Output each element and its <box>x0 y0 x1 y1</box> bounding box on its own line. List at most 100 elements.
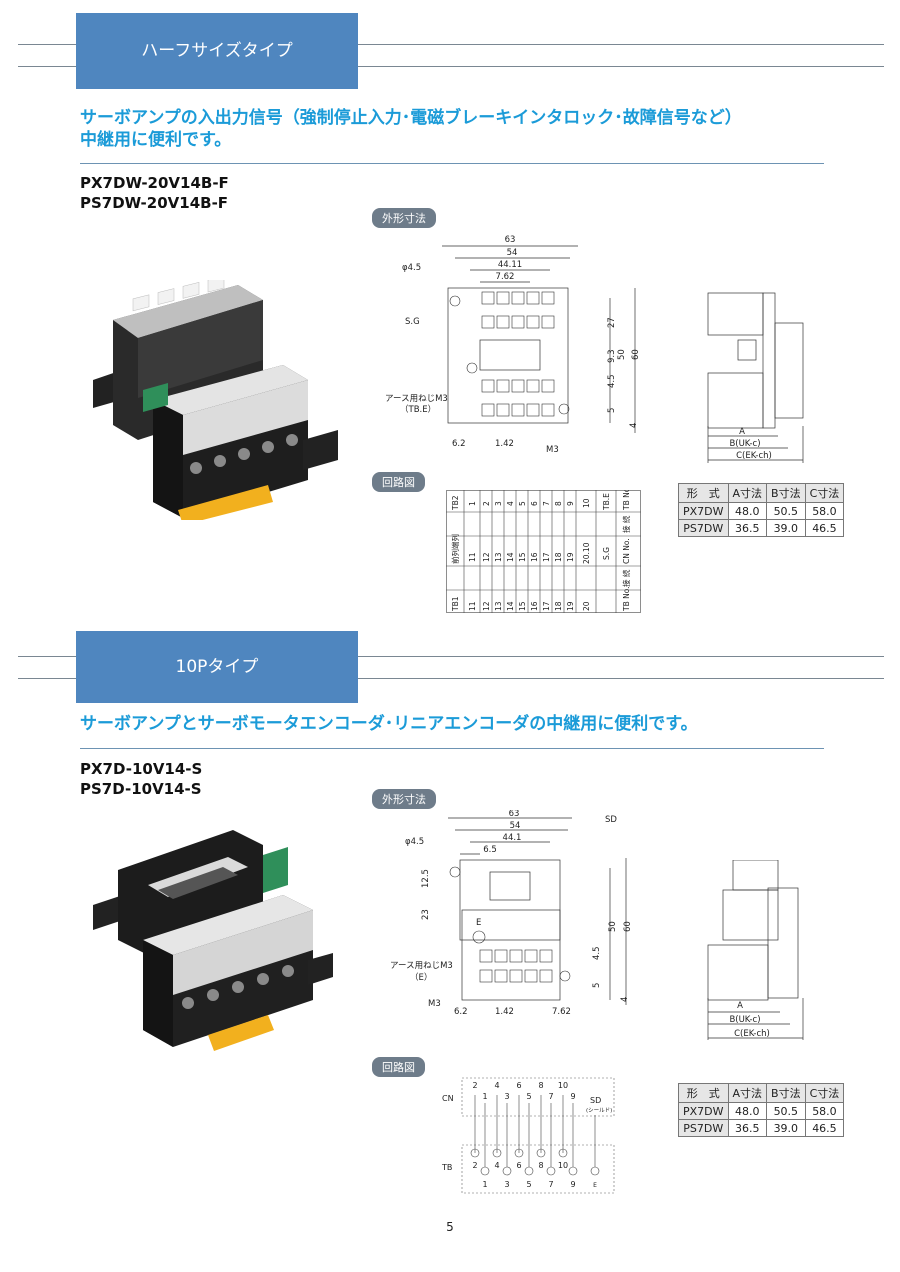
section2-side-view: A B(UK-c) C(EK-ch) <box>707 860 804 1040</box>
dim2-4: 4 <box>620 997 630 1002</box>
section1-lead-line2: 中継用に便利です。 <box>80 130 232 150</box>
circuit1-mid-label: 前列端列 <box>450 534 460 564</box>
dim-5: 5 <box>607 408 617 413</box>
dim2-60: 60 <box>623 921 633 932</box>
section1-model1: PX7DW-20V14B-F <box>80 174 229 192</box>
circuit1-r1-c8: 8 <box>554 501 563 506</box>
section2-dim-pill: 外形寸法 <box>372 789 436 809</box>
table-cell: 46.5 <box>804 1119 845 1137</box>
circuit1-r3-c8: 18 <box>554 552 563 562</box>
label2-e: E <box>476 918 481 928</box>
table-row: PX7DW 48.0 50.5 58.0 <box>678 502 845 520</box>
dim-44-11: 44.11 <box>498 260 522 270</box>
circuit1-r3-c5: 15 <box>518 552 527 562</box>
circuit2-tb: TB <box>441 1163 452 1172</box>
dim-6-2: 6.2 <box>452 439 466 449</box>
section1-circuit-pill: 回路図 <box>372 472 425 492</box>
circuit1-r3-c9: 19 <box>566 552 575 562</box>
circuit1-r5-c4: 14 <box>506 601 515 611</box>
dim2-1-42: 1.42 <box>495 1007 514 1017</box>
label-m3: M3 <box>546 445 559 455</box>
section2-product-photo <box>93 830 333 1051</box>
circuit2-cn-bot-4: 7 <box>548 1092 553 1101</box>
section2-circuit-pill: 回路図 <box>372 1057 425 1077</box>
section1-lead: サーボアンプの入出力信号（強制停止入力･電磁ブレーキインタロック･故障信号など）… <box>80 107 742 151</box>
dim2-12-5: 12.5 <box>421 869 431 888</box>
dim-4-5: 4.5 <box>607 374 617 388</box>
table-cell: 48.0 <box>727 1102 768 1120</box>
page-number: 5 <box>446 1220 454 1234</box>
dim2-6-5: 6.5 <box>483 845 497 855</box>
dim-50: 50 <box>617 349 627 360</box>
circuit2-cn-bot-5: 9 <box>570 1092 575 1101</box>
circuit1-r3-c10: 20.10 <box>582 542 591 564</box>
side2-dim-b: B(UK-c) <box>729 1015 760 1025</box>
table-cell: PX7DW <box>678 1102 729 1120</box>
table-cell: PX7DW <box>678 502 729 520</box>
circuit1-r5-c8: 18 <box>554 601 563 611</box>
circuit1-r3-c3: 13 <box>494 552 503 562</box>
circuit1-r5-c5: 15 <box>518 601 527 611</box>
table-header: B寸法 <box>766 483 806 503</box>
section1-model2: PS7DW-20V14B-F <box>80 194 229 212</box>
circuit1-r1-c9: 9 <box>566 501 575 506</box>
table-cell: 50.5 <box>766 502 806 520</box>
section1-side-view: A B(UK-c) C(EK-ch) <box>707 292 804 463</box>
circuit2-sd-sub: (シールド) <box>586 1108 612 1114</box>
table-cell: 36.5 <box>727 519 768 537</box>
section2-spec-table: 形 式 A寸法 B寸法 C寸法 PX7DW 48.0 50.5 58.0 PS7… <box>678 1083 845 1137</box>
label-earth-2: （TB.E） <box>400 404 436 415</box>
section1-circuit-diagram: TB2 1 2 3 4 5 6 7 8 9 10 TB.E TB No. 接 続… <box>446 490 641 613</box>
table-row: PS7DW 36.5 39.0 46.5 <box>678 519 845 537</box>
table-row: 形 式 A寸法 B寸法 C寸法 <box>678 483 845 503</box>
circuit1-r1-c2: 2 <box>482 501 491 506</box>
circuit2-tb-bot-2: 3 <box>504 1180 509 1189</box>
circuit2-cn-top-2: 4 <box>494 1081 499 1090</box>
dim-7-62: 7.62 <box>496 272 515 282</box>
dim-60: 60 <box>631 349 641 360</box>
section1-dimension-drawing: 63 54 44.11 7.62 φ4.5 S.G アース用ねじM3 （TB.E… <box>385 235 641 455</box>
section2-model1: PX7D-10V14-S <box>80 760 203 778</box>
table-header: A寸法 <box>727 483 768 503</box>
circuit2-cn-bot-1: 1 <box>482 1092 487 1101</box>
circuit2-cn: CN <box>442 1094 454 1103</box>
circuit1-tbno-bottom: TB No. <box>622 586 631 612</box>
circuit1-r5-c3: 13 <box>494 601 503 611</box>
side2-dim-a: A <box>737 1001 743 1011</box>
label-earth-1: アース用ねじM3 <box>385 394 448 404</box>
circuit2-tb-bot-1: 1 <box>482 1180 487 1189</box>
circuit2-tb-top-2: 4 <box>494 1161 499 1170</box>
circuit1-r5-c2: 12 <box>482 601 491 611</box>
circuit1-r5-c1: 11 <box>468 601 477 611</box>
circuit2-tb-bot-5: 9 <box>570 1180 575 1189</box>
label-sg: S.G <box>405 317 420 327</box>
table-header: C寸法 <box>804 1083 845 1103</box>
circuit1-r1-c5: 5 <box>518 501 527 506</box>
dim2-44-1: 44.1 <box>503 833 522 843</box>
circuit2-tb-top-1: 2 <box>472 1161 477 1170</box>
side2-dim-c: C(EK-ch) <box>734 1029 770 1039</box>
circuit1-tbe: TB.E <box>602 493 611 511</box>
circuit1-r1-c7: 7 <box>542 501 551 506</box>
circuit2-cn-bot-2: 3 <box>504 1092 509 1101</box>
circuit1-tbno-top: TB No. <box>622 490 631 511</box>
circuit1-r1-c4: 4 <box>506 501 515 506</box>
table-cell: 58.0 <box>804 1102 845 1120</box>
circuit2-tb-bot-4: 7 <box>548 1180 553 1189</box>
section1-lead-line1: サーボアンプの入出力信号（強制停止入力･電磁ブレーキインタロック･故障信号など） <box>80 108 742 128</box>
dim-63: 63 <box>505 235 516 245</box>
table-header: B寸法 <box>766 1083 806 1103</box>
table-header: C寸法 <box>804 483 845 503</box>
circuit1-tb1: TB1 <box>451 596 460 612</box>
circuit2-cn-top-1: 2 <box>472 1081 477 1090</box>
dim-9-3: 9.3 <box>607 349 617 363</box>
table-cell: 58.0 <box>804 502 845 520</box>
circuit2-tb-top-4: 8 <box>538 1161 543 1170</box>
table-cell: 39.0 <box>766 1119 806 1137</box>
section2-tab-label: 10Pタイプ <box>175 656 259 677</box>
section2-model2: PS7D-10V14-S <box>80 780 202 798</box>
section1-rule-bottom <box>18 66 884 67</box>
section2-circuit-diagram: CN TB 2 4 6 8 10 1 3 5 7 9 SD (シールド) 2 4… <box>441 1077 615 1194</box>
circuit1-r3-c7: 17 <box>542 552 551 562</box>
side-dim-b: B(UK-c) <box>729 439 760 449</box>
